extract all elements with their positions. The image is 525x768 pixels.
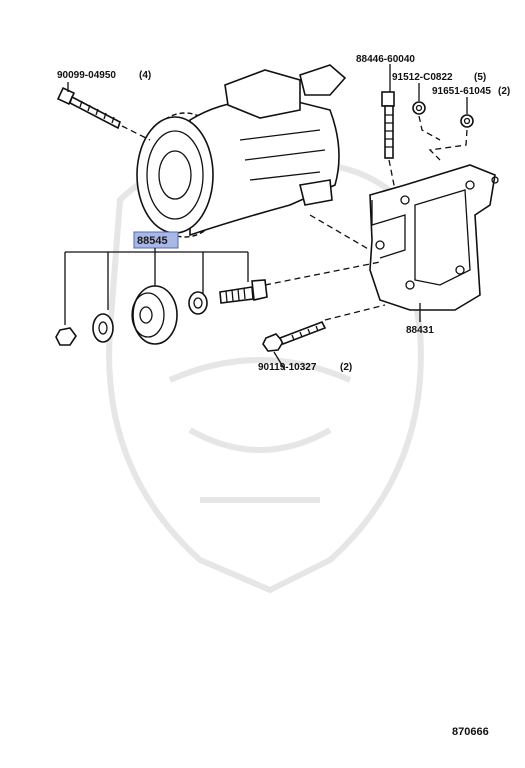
leader-lines xyxy=(67,64,468,322)
bolt-bottom-number: 90119-10327 xyxy=(258,362,317,373)
nut-top xyxy=(412,101,441,141)
idler-collar xyxy=(188,291,208,315)
illustration-id: 870666 xyxy=(452,726,489,738)
idler-nut xyxy=(55,327,77,346)
bolt-bottom xyxy=(262,320,327,371)
idler-pulley xyxy=(131,285,178,345)
ac-compressor xyxy=(136,64,347,238)
idler-assy-callout: 88545 xyxy=(64,231,249,325)
assembly-lines xyxy=(264,214,386,321)
nut-small xyxy=(428,114,474,161)
stud-bolt-number: 88446-60040 xyxy=(356,54,415,65)
bolt-top-qty: (4) xyxy=(139,70,151,81)
stud-bolt xyxy=(381,91,396,191)
idler-assy-highlight xyxy=(133,231,179,249)
idler-bolt xyxy=(219,279,268,304)
nut-small-number: 91651-61045 xyxy=(432,86,491,97)
idler-washer xyxy=(92,313,114,343)
nut-top-qty: (5) xyxy=(474,72,486,83)
nut-small-qty: (2) xyxy=(498,86,510,97)
bracket-number: 88431 xyxy=(406,325,434,336)
bolt-top-number: 90099-04950 xyxy=(57,70,116,81)
bolt-top xyxy=(56,86,151,141)
bolt-bottom-qty: (2) xyxy=(340,362,352,373)
bracket xyxy=(369,164,499,311)
nut-top-number: 91512-C0822 xyxy=(392,72,453,83)
idler-assy-number: 88545 xyxy=(137,235,168,247)
